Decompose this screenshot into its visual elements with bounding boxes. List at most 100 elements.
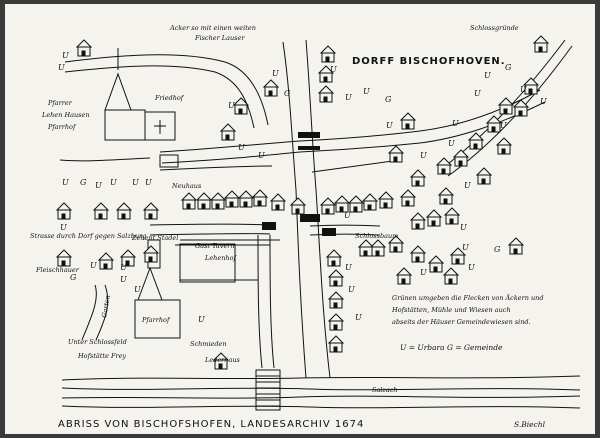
urbar-mark-icon: U	[500, 121, 507, 130]
church-label-3: Pfarrhof	[47, 123, 77, 131]
house-icon	[97, 252, 115, 270]
house-icon	[361, 193, 379, 211]
top-note-2: Fischer Lauser	[194, 34, 245, 42]
house-icon	[347, 195, 365, 213]
urbar-mark-icon: U	[120, 263, 127, 272]
house-icon	[327, 269, 345, 287]
urbar-mark-icon: U	[132, 178, 139, 187]
house-icon	[435, 157, 453, 175]
urbar-mark-icon: U	[345, 93, 352, 102]
schmiede-label: Schmieden	[190, 340, 227, 348]
urbar-mark-icon: G	[284, 89, 291, 98]
house-icon	[357, 239, 375, 257]
house-icon	[409, 212, 427, 230]
urbar-mark-icon: U	[238, 143, 245, 152]
unter-label: Unter Schlossfeld	[68, 338, 127, 346]
urbar-mark-icon: U	[58, 63, 65, 72]
tavern-yard	[179, 243, 258, 283]
house-icon	[327, 313, 345, 331]
house-icon	[522, 77, 540, 95]
legend-line-2: Hofstätten, Mühle und Wiesen auch	[391, 306, 511, 314]
urbar-mark-icon: G	[70, 273, 77, 282]
urbar-mark-icon: U	[62, 178, 69, 187]
haus-label: Lederhaus	[204, 356, 241, 364]
urbar-mark-icon: U	[468, 263, 475, 272]
urbar-mark-icon: U	[363, 87, 370, 96]
stream-bridges	[262, 132, 336, 236]
urbar-mark-icon: U	[145, 178, 152, 187]
urbar-mark-icon: U	[272, 69, 279, 78]
church-label-2: Lehen Hausen	[41, 111, 90, 119]
house-icon	[467, 132, 485, 150]
urbar-mark-icon: U	[420, 268, 427, 277]
friedhof-label: Friedhof	[154, 94, 185, 102]
neuhaus-label: Neuhaus	[171, 182, 202, 190]
house-icon	[317, 85, 335, 103]
house-icon	[325, 249, 343, 267]
house-icon	[387, 145, 405, 163]
urbar-mark-icon: U	[330, 65, 337, 74]
caption: ABRISS VON BISCHOFSHOFEN, LANDESARCHIV 1…	[58, 419, 364, 430]
urbar-mark-icon: U	[60, 223, 67, 232]
house-icon	[55, 249, 73, 267]
urbar-mark-icon: U	[460, 223, 467, 232]
house-icon	[269, 193, 287, 211]
house-icon	[55, 202, 73, 220]
legend-line-4: U = Urbara G = Gemeinde	[400, 343, 503, 352]
legend-line-1: Grünen umgeben die Flecken von Äckern un…	[392, 293, 544, 302]
house-icon	[237, 190, 255, 208]
house-icon	[209, 192, 227, 210]
urbar-mark-icon: U	[95, 181, 102, 190]
salzach-label: Salzach	[372, 386, 398, 394]
signature: S.Biechl	[514, 420, 546, 429]
house-icon	[377, 191, 395, 209]
house-icon	[532, 35, 550, 53]
house-icon	[251, 189, 269, 207]
fleischer-label: Fleischhauer	[35, 266, 80, 274]
house-icon	[409, 169, 427, 187]
urbar-mark-icon: U	[348, 285, 355, 294]
urbar-mark-icon: U	[462, 243, 469, 252]
salzach-river	[61, 375, 581, 409]
house-icon	[409, 245, 427, 263]
urbar-mark-icon: U	[448, 139, 455, 148]
house-icon	[219, 123, 237, 141]
urbar-mark-icon: U	[134, 285, 141, 294]
urbar-mark-icon: U	[258, 151, 265, 160]
tavern-label-2: Lehenhof	[204, 254, 237, 262]
pfarrhof-label: Pfarrhof	[141, 316, 171, 324]
stream	[282, 39, 331, 379]
urbar-mark-icon: U	[520, 85, 527, 94]
urbar-mark-icon: U	[452, 119, 459, 128]
urbar-mark-icon: U	[198, 315, 205, 324]
house-icon	[92, 202, 110, 220]
house-icon	[142, 245, 160, 263]
house-icon	[142, 202, 160, 220]
urbar-mark-icon: G	[385, 95, 392, 104]
urbar-mark-icon: U	[345, 263, 352, 272]
house-icon	[327, 291, 345, 309]
house-icon	[223, 190, 241, 208]
house-icon	[475, 167, 493, 185]
house-icon	[180, 192, 198, 210]
urbar-mark-icon: U	[90, 261, 97, 270]
urbar-mark-icon: U	[355, 313, 362, 322]
house-icon	[427, 255, 445, 273]
house-icon	[395, 267, 413, 285]
house-icon	[387, 235, 405, 253]
house-icon	[319, 197, 337, 215]
legend-line-3: abseits der Häuser Gemeindewiesen sind.	[392, 318, 531, 326]
house-icon	[512, 99, 530, 117]
house-icon	[443, 207, 461, 225]
urbar-mark-icon: U	[110, 178, 117, 187]
urbar-mark-icon: U	[474, 89, 481, 98]
house-icon	[449, 247, 467, 265]
urbar-mark-icon: G	[494, 245, 501, 254]
house-icon	[497, 97, 515, 115]
house-icon	[195, 192, 213, 210]
urbar-mark-icon: U	[62, 51, 69, 60]
house-icon	[119, 249, 137, 267]
house-icon	[485, 115, 503, 133]
